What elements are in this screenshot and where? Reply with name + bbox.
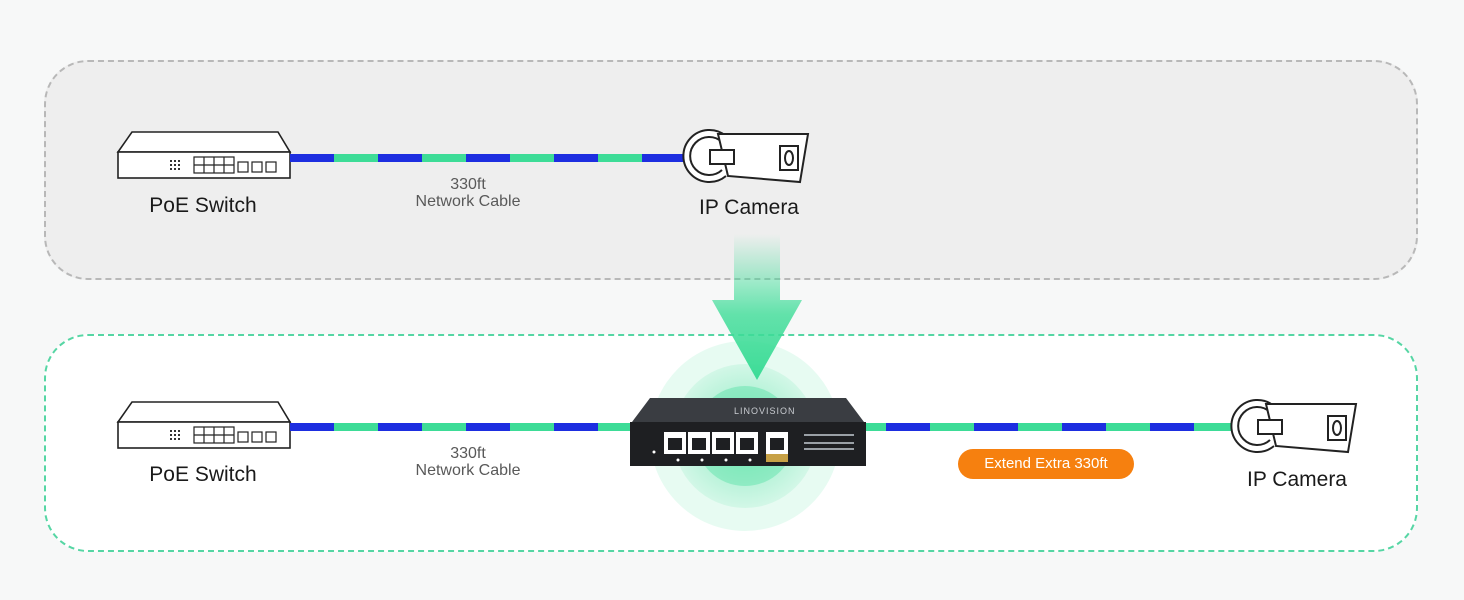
- poe-extender-icon: LINOVISION: [630, 398, 866, 466]
- ip-camera-icon: [682, 129, 810, 184]
- top-cable-length: 330ft: [450, 176, 486, 193]
- top-cable-type: Network Cable: [415, 193, 521, 210]
- bottom-network-cable-right: [864, 423, 1240, 431]
- bottom-cable-type: Network Cable: [415, 462, 521, 479]
- extender-brand: LINOVISION: [734, 406, 796, 416]
- bottom-switch-label: PoE Switch: [149, 463, 257, 486]
- bottom-network-cable-left: [290, 423, 632, 431]
- top-switch-label: PoE Switch: [149, 194, 257, 217]
- poe-switch-icon: [116, 401, 292, 449]
- down-arrow-icon: [712, 234, 802, 380]
- ip-camera-icon: [1230, 399, 1358, 454]
- top-camera-label: IP Camera: [699, 196, 799, 219]
- poe-switch-icon: [116, 131, 292, 179]
- bottom-cable-length: 330ft: [450, 445, 486, 462]
- top-network-cable: [290, 154, 690, 162]
- extend-extra-badge: Extend Extra 330ft: [958, 449, 1134, 479]
- bottom-camera-label: IP Camera: [1247, 468, 1347, 491]
